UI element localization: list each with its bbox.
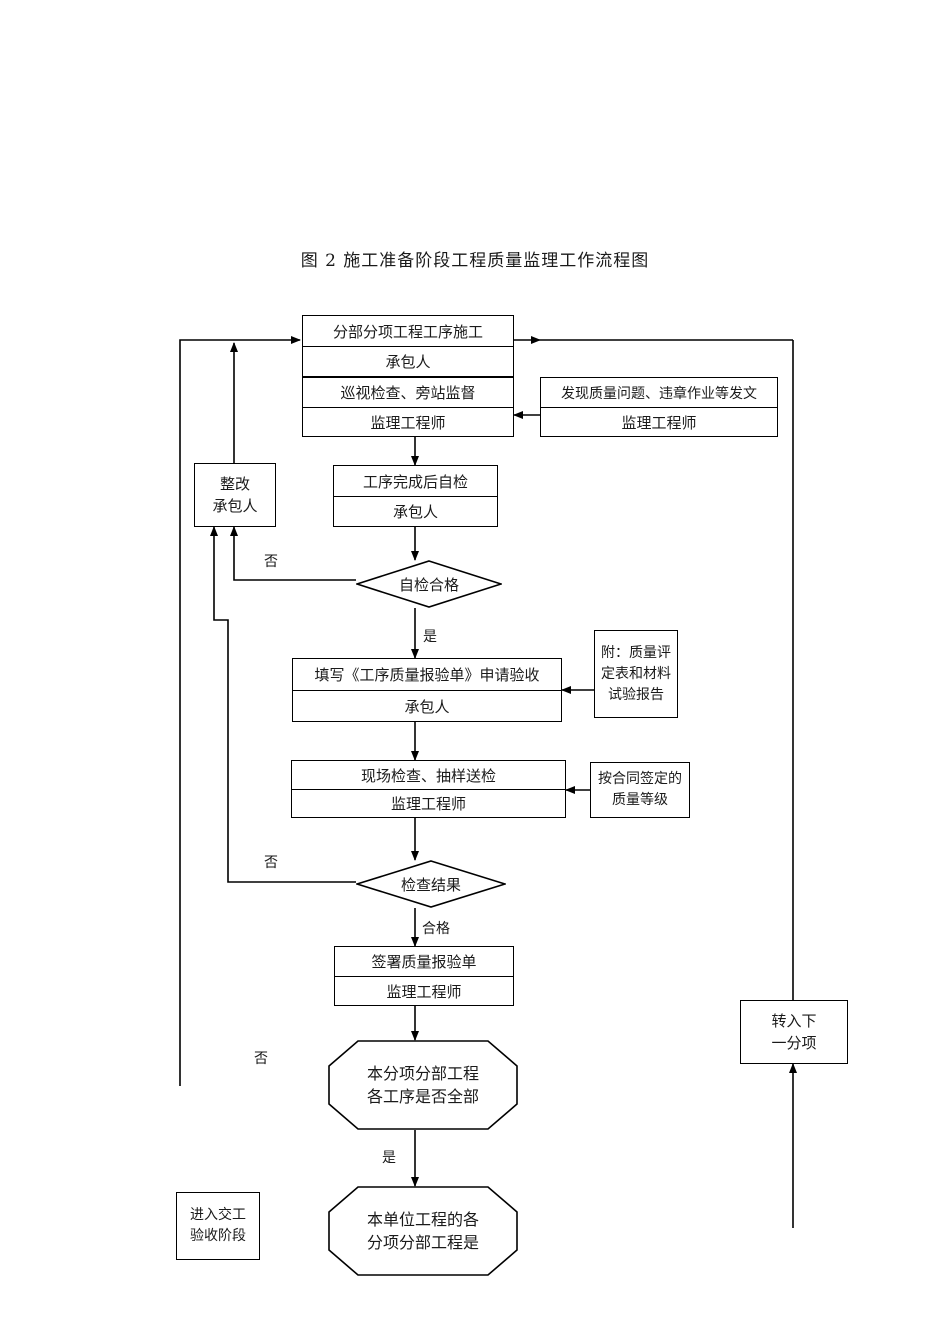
node-rectify-line1: 整改 bbox=[219, 474, 250, 493]
node-self-check-line2: 承包人 bbox=[334, 496, 497, 526]
node-sign-form[interactable]: 签署质量报验单 监理工程师 bbox=[334, 946, 514, 1006]
node-next-subproject-line1: 转入下 bbox=[771, 1011, 817, 1030]
node-octagon-unitproject[interactable]: 本单位工程的各 分项分部工程是 bbox=[328, 1186, 518, 1276]
node-handover-stage[interactable]: 进入交工 验收阶段 bbox=[176, 1192, 260, 1260]
node-attachment-line2: 定表和材料 bbox=[601, 665, 671, 682]
edge-label-yes-self-check: 是 bbox=[421, 626, 439, 646]
node-construction[interactable]: 分部分项工程工序施工 承包人 bbox=[302, 315, 514, 377]
node-sign-form-line2: 监理工程师 bbox=[335, 976, 513, 1005]
edge-label-no-octagon: 否 bbox=[252, 1048, 270, 1068]
node-quality-grade-line2: 质量等级 bbox=[612, 792, 668, 808]
node-attachment-note[interactable]: 附：质量评 定表和材料 试验报告 bbox=[594, 630, 678, 718]
node-attachment-line1: 附：质量评 bbox=[601, 644, 671, 661]
node-site-check-line1: 现场检查、抽样送检 bbox=[360, 766, 496, 785]
node-site-check-line2: 监理工程师 bbox=[292, 789, 565, 817]
node-attachment-line3: 试验报告 bbox=[608, 686, 664, 703]
node-inspection-line2: 监理工程师 bbox=[303, 407, 513, 436]
edge-label-yes-octagon: 是 bbox=[380, 1147, 398, 1167]
node-apply-form[interactable]: 填写《工序质量报验单》申请验收 承包人 bbox=[292, 658, 562, 722]
node-issue-doc[interactable]: 发现质量问题、违章作业等发文 监理工程师 bbox=[540, 377, 778, 437]
node-issue-doc-line2: 监理工程师 bbox=[541, 407, 777, 436]
node-handover-line2: 验收阶段 bbox=[190, 1228, 246, 1244]
node-inspection[interactable]: 巡视检查、旁站监督 监理工程师 bbox=[302, 377, 514, 437]
node-sign-form-line1: 签署质量报验单 bbox=[371, 953, 477, 971]
edge-label-pass-result: 合格 bbox=[420, 918, 452, 938]
edge-label-no-result: 否 bbox=[262, 852, 280, 872]
node-construction-line1: 分部分项工程工序施工 bbox=[332, 322, 483, 341]
node-handover-line1: 进入交工 bbox=[190, 1207, 246, 1223]
node-rectify-line2: 承包人 bbox=[212, 497, 258, 515]
node-issue-doc-line1: 发现质量问题、违章作业等发文 bbox=[561, 385, 757, 402]
node-inspection-line1: 巡视检查、旁站监督 bbox=[340, 384, 476, 402]
decision-self-check-shape bbox=[354, 560, 504, 608]
node-next-subproject[interactable]: 转入下 一分项 bbox=[740, 1000, 848, 1064]
node-octagon-unitproject-shape bbox=[328, 1186, 518, 1276]
node-self-check[interactable]: 工序完成后自检 承包人 bbox=[333, 465, 498, 527]
edge-label-no-self-check: 否 bbox=[262, 551, 280, 571]
decision-check-result-shape bbox=[354, 860, 508, 908]
node-next-subproject-line2: 一分项 bbox=[771, 1034, 817, 1052]
node-site-check[interactable]: 现场检查、抽样送检 监理工程师 bbox=[291, 760, 566, 818]
node-apply-form-line2: 承包人 bbox=[293, 690, 561, 721]
decision-self-check[interactable]: 自检合格 bbox=[354, 560, 504, 608]
node-apply-form-line1: 填写《工序质量报验单》申请验收 bbox=[314, 666, 540, 684]
node-quality-grade-line1: 按合同签定的 bbox=[598, 771, 682, 787]
node-quality-grade-note[interactable]: 按合同签定的 质量等级 bbox=[590, 762, 690, 818]
node-construction-line2: 承包人 bbox=[303, 346, 513, 376]
node-octagon-subproject-shape bbox=[328, 1040, 518, 1130]
node-self-check-line1: 工序完成后自检 bbox=[362, 472, 468, 491]
node-octagon-subproject[interactable]: 本分项分部工程 各工序是否全部 bbox=[328, 1040, 518, 1130]
page-title: 图 2 施工准备阶段工程质量监理工作流程图 bbox=[300, 251, 650, 271]
node-rectify[interactable]: 整改 承包人 bbox=[194, 463, 276, 527]
decision-check-result[interactable]: 检查结果 bbox=[354, 860, 508, 908]
